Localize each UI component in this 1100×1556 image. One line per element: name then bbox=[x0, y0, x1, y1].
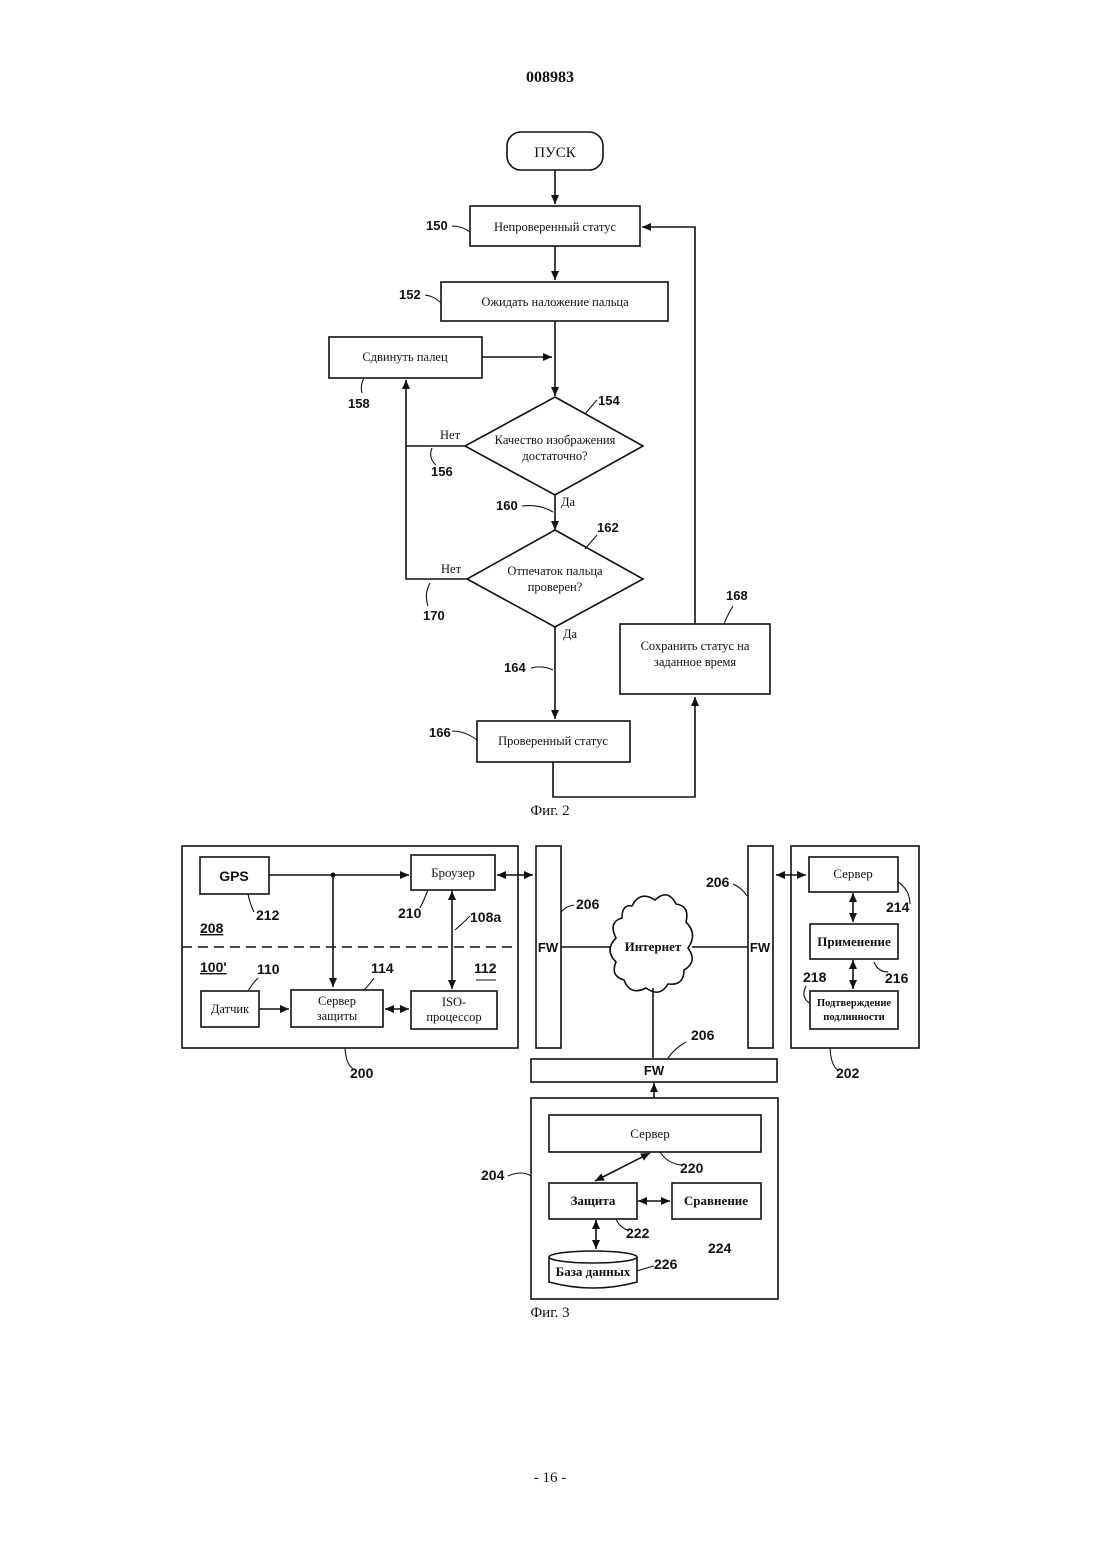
ref-212: 212 bbox=[256, 907, 280, 923]
leader-158 bbox=[361, 378, 364, 393]
ref-222: 222 bbox=[626, 1225, 650, 1241]
firewall-right-label: FW bbox=[750, 940, 771, 955]
ref-160: 160 bbox=[496, 498, 518, 513]
ref-100: 100' bbox=[200, 959, 227, 975]
leader-152 bbox=[425, 295, 441, 303]
box-wait-finger-label: Ожидать наложение пальца bbox=[481, 295, 629, 309]
ref-110: 110 bbox=[257, 961, 280, 977]
ref-200: 200 bbox=[350, 1065, 374, 1081]
ref-206-bottom: 206 bbox=[691, 1027, 715, 1043]
application-label: Применение bbox=[817, 934, 891, 949]
ref-152: 152 bbox=[399, 287, 421, 302]
box-keep-status-line2: заданное время bbox=[654, 655, 736, 669]
decision-image-quality-line1: Качество изображения bbox=[495, 433, 616, 447]
leader-204 bbox=[508, 1173, 531, 1176]
security-server-line2: защиты bbox=[317, 1009, 358, 1023]
label-no-162: Нет bbox=[441, 562, 462, 576]
label-yes-154: Да bbox=[561, 495, 576, 509]
ref-168: 168 bbox=[726, 588, 748, 603]
ref-216: 216 bbox=[885, 970, 909, 986]
ref-204: 204 bbox=[481, 1167, 505, 1183]
ref-218: 218 bbox=[803, 969, 827, 985]
document-number: 008983 bbox=[526, 69, 574, 86]
leader-206-left bbox=[561, 905, 574, 912]
security-server-line1: Сервер bbox=[318, 994, 356, 1008]
page-number: - 16 - bbox=[534, 1470, 567, 1486]
firewall-left-label: FW bbox=[538, 940, 559, 955]
ref-210: 210 bbox=[398, 905, 422, 921]
gps-label: GPS bbox=[219, 868, 249, 884]
ref-170: 170 bbox=[423, 608, 445, 623]
ref-224: 224 bbox=[708, 1240, 732, 1256]
ref-206-right: 206 bbox=[706, 874, 730, 890]
ref-202: 202 bbox=[836, 1065, 860, 1081]
system-diagram-fig3: 208 100' 200 GPS 212 Броузер 210 108a Да… bbox=[182, 846, 919, 1321]
ref-108a: 108a bbox=[470, 909, 501, 925]
leader-206-right bbox=[733, 884, 747, 896]
iso-processor-line1: ISO- bbox=[442, 995, 466, 1009]
browser-label: Броузер bbox=[431, 865, 475, 880]
ref-226: 226 bbox=[654, 1256, 678, 1272]
ref-156: 156 bbox=[431, 464, 453, 479]
ref-112: 112 bbox=[474, 960, 497, 976]
sensor-label: Датчик bbox=[211, 1002, 250, 1016]
leader-162 bbox=[585, 535, 597, 549]
box-verified-status-label: Проверенный статус bbox=[498, 734, 608, 748]
ref-214: 214 bbox=[886, 899, 910, 915]
box-keep-status-line1: Сохранить статус на bbox=[641, 639, 750, 653]
iso-processor-line2: процессор bbox=[426, 1010, 481, 1024]
authentication-line2: подлинности bbox=[823, 1012, 884, 1023]
authentication-line1: Подтверждение bbox=[817, 998, 891, 1009]
leader-160 bbox=[522, 506, 553, 512]
ref-208: 208 bbox=[200, 920, 224, 936]
protection-label: Защита bbox=[571, 1193, 616, 1208]
ref-166: 166 bbox=[429, 725, 451, 740]
box-move-finger-label: Сдвинуть палец bbox=[362, 350, 448, 364]
ref-150: 150 bbox=[426, 218, 448, 233]
leader-166 bbox=[452, 731, 477, 740]
leader-168 bbox=[724, 606, 733, 624]
flowchart-fig2: ПУСК Непроверенный статус 150 Ожидать на… bbox=[329, 132, 770, 819]
label-yes-162: Да bbox=[563, 627, 578, 641]
ref-206-left: 206 bbox=[576, 896, 600, 912]
ref-162: 162 bbox=[597, 520, 619, 535]
leader-154 bbox=[585, 400, 597, 414]
label-no-154: Нет bbox=[440, 428, 461, 442]
leader-206-bottom bbox=[668, 1042, 686, 1058]
caption-fig3: Фиг. 3 bbox=[530, 1305, 569, 1321]
database-label: База данных bbox=[556, 1264, 631, 1279]
leader-164 bbox=[531, 667, 553, 670]
decision-fingerprint-verified bbox=[467, 530, 643, 627]
decision-image-quality-line2: достаточно? bbox=[522, 449, 588, 463]
compare-label: Сравнение bbox=[684, 1193, 748, 1208]
web-server-label: Сервер bbox=[833, 866, 872, 881]
decision-fingerprint-line2: проверен? bbox=[528, 580, 583, 594]
leader-156 bbox=[431, 448, 436, 465]
backend-server-label: Сервер bbox=[630, 1126, 669, 1141]
authentication-box bbox=[810, 991, 898, 1029]
ref-220: 220 bbox=[680, 1160, 704, 1176]
firewall-bottom-label: FW bbox=[644, 1063, 665, 1078]
leader-150 bbox=[452, 226, 470, 232]
start-label: ПУСК bbox=[534, 145, 576, 161]
box-unverified-status-label: Непроверенный статус bbox=[494, 220, 616, 234]
caption-fig2: Фиг. 2 bbox=[530, 803, 569, 819]
ref-114: 114 bbox=[371, 960, 394, 976]
ref-158: 158 bbox=[348, 396, 370, 411]
internet-label: Интернет bbox=[625, 939, 682, 954]
ref-154: 154 bbox=[598, 393, 620, 408]
ref-164: 164 bbox=[504, 660, 526, 675]
leader-170 bbox=[426, 583, 430, 606]
decision-fingerprint-line1: Отпечаток пальца bbox=[507, 564, 603, 578]
